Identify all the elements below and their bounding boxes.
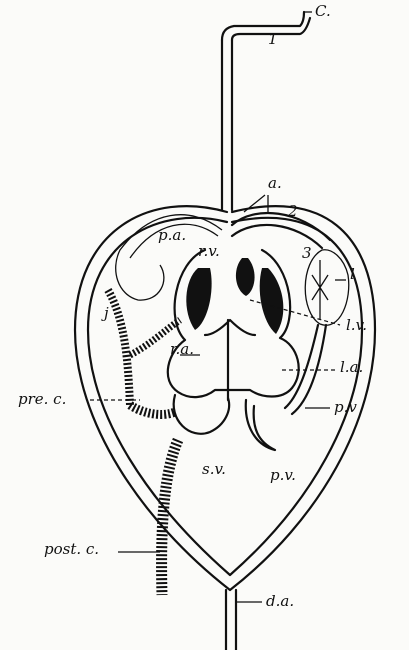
label-pv-right: p.v (334, 400, 357, 415)
label-sv: s.v. (202, 462, 226, 477)
interatrial-septum (205, 320, 255, 400)
label-a: a. (268, 176, 282, 191)
lung-right (305, 250, 349, 326)
systemic-arch-outer (75, 206, 375, 590)
label-postc: post. c. (44, 542, 99, 557)
carotid-artery-1 (222, 12, 310, 40)
label-ra: r.a. (170, 342, 194, 357)
label-prec: pre. c. (18, 392, 66, 407)
label-3: 3 (302, 246, 312, 261)
postcaval-vein (162, 440, 178, 595)
label-2: 2 (288, 204, 298, 219)
label-l: l (350, 267, 355, 282)
label-da: d.a. (266, 594, 294, 609)
ventricle-apex (236, 258, 255, 296)
label-j: j (104, 306, 109, 321)
label-pv-bottom: p.v. (270, 468, 296, 483)
aortic-trunk (222, 40, 232, 210)
dorsal-aorta (226, 590, 236, 650)
label-c: C. (315, 4, 331, 19)
left-ventricle-wall (260, 268, 284, 334)
right-ventricle-wall (186, 268, 211, 330)
label-lv: l.v. (346, 318, 367, 333)
label-rv: r.v. (198, 244, 220, 259)
jugular-vein (108, 290, 130, 405)
precaval-vein (130, 405, 175, 414)
label-la: l.a. (340, 360, 363, 375)
label-1: 1 (268, 32, 278, 47)
lung-veins (312, 260, 328, 320)
sinus-venosus (174, 395, 229, 434)
leader-a (244, 195, 268, 212)
pulmonary-vein-bottom (246, 400, 275, 450)
label-pa: p.a. (158, 228, 186, 243)
